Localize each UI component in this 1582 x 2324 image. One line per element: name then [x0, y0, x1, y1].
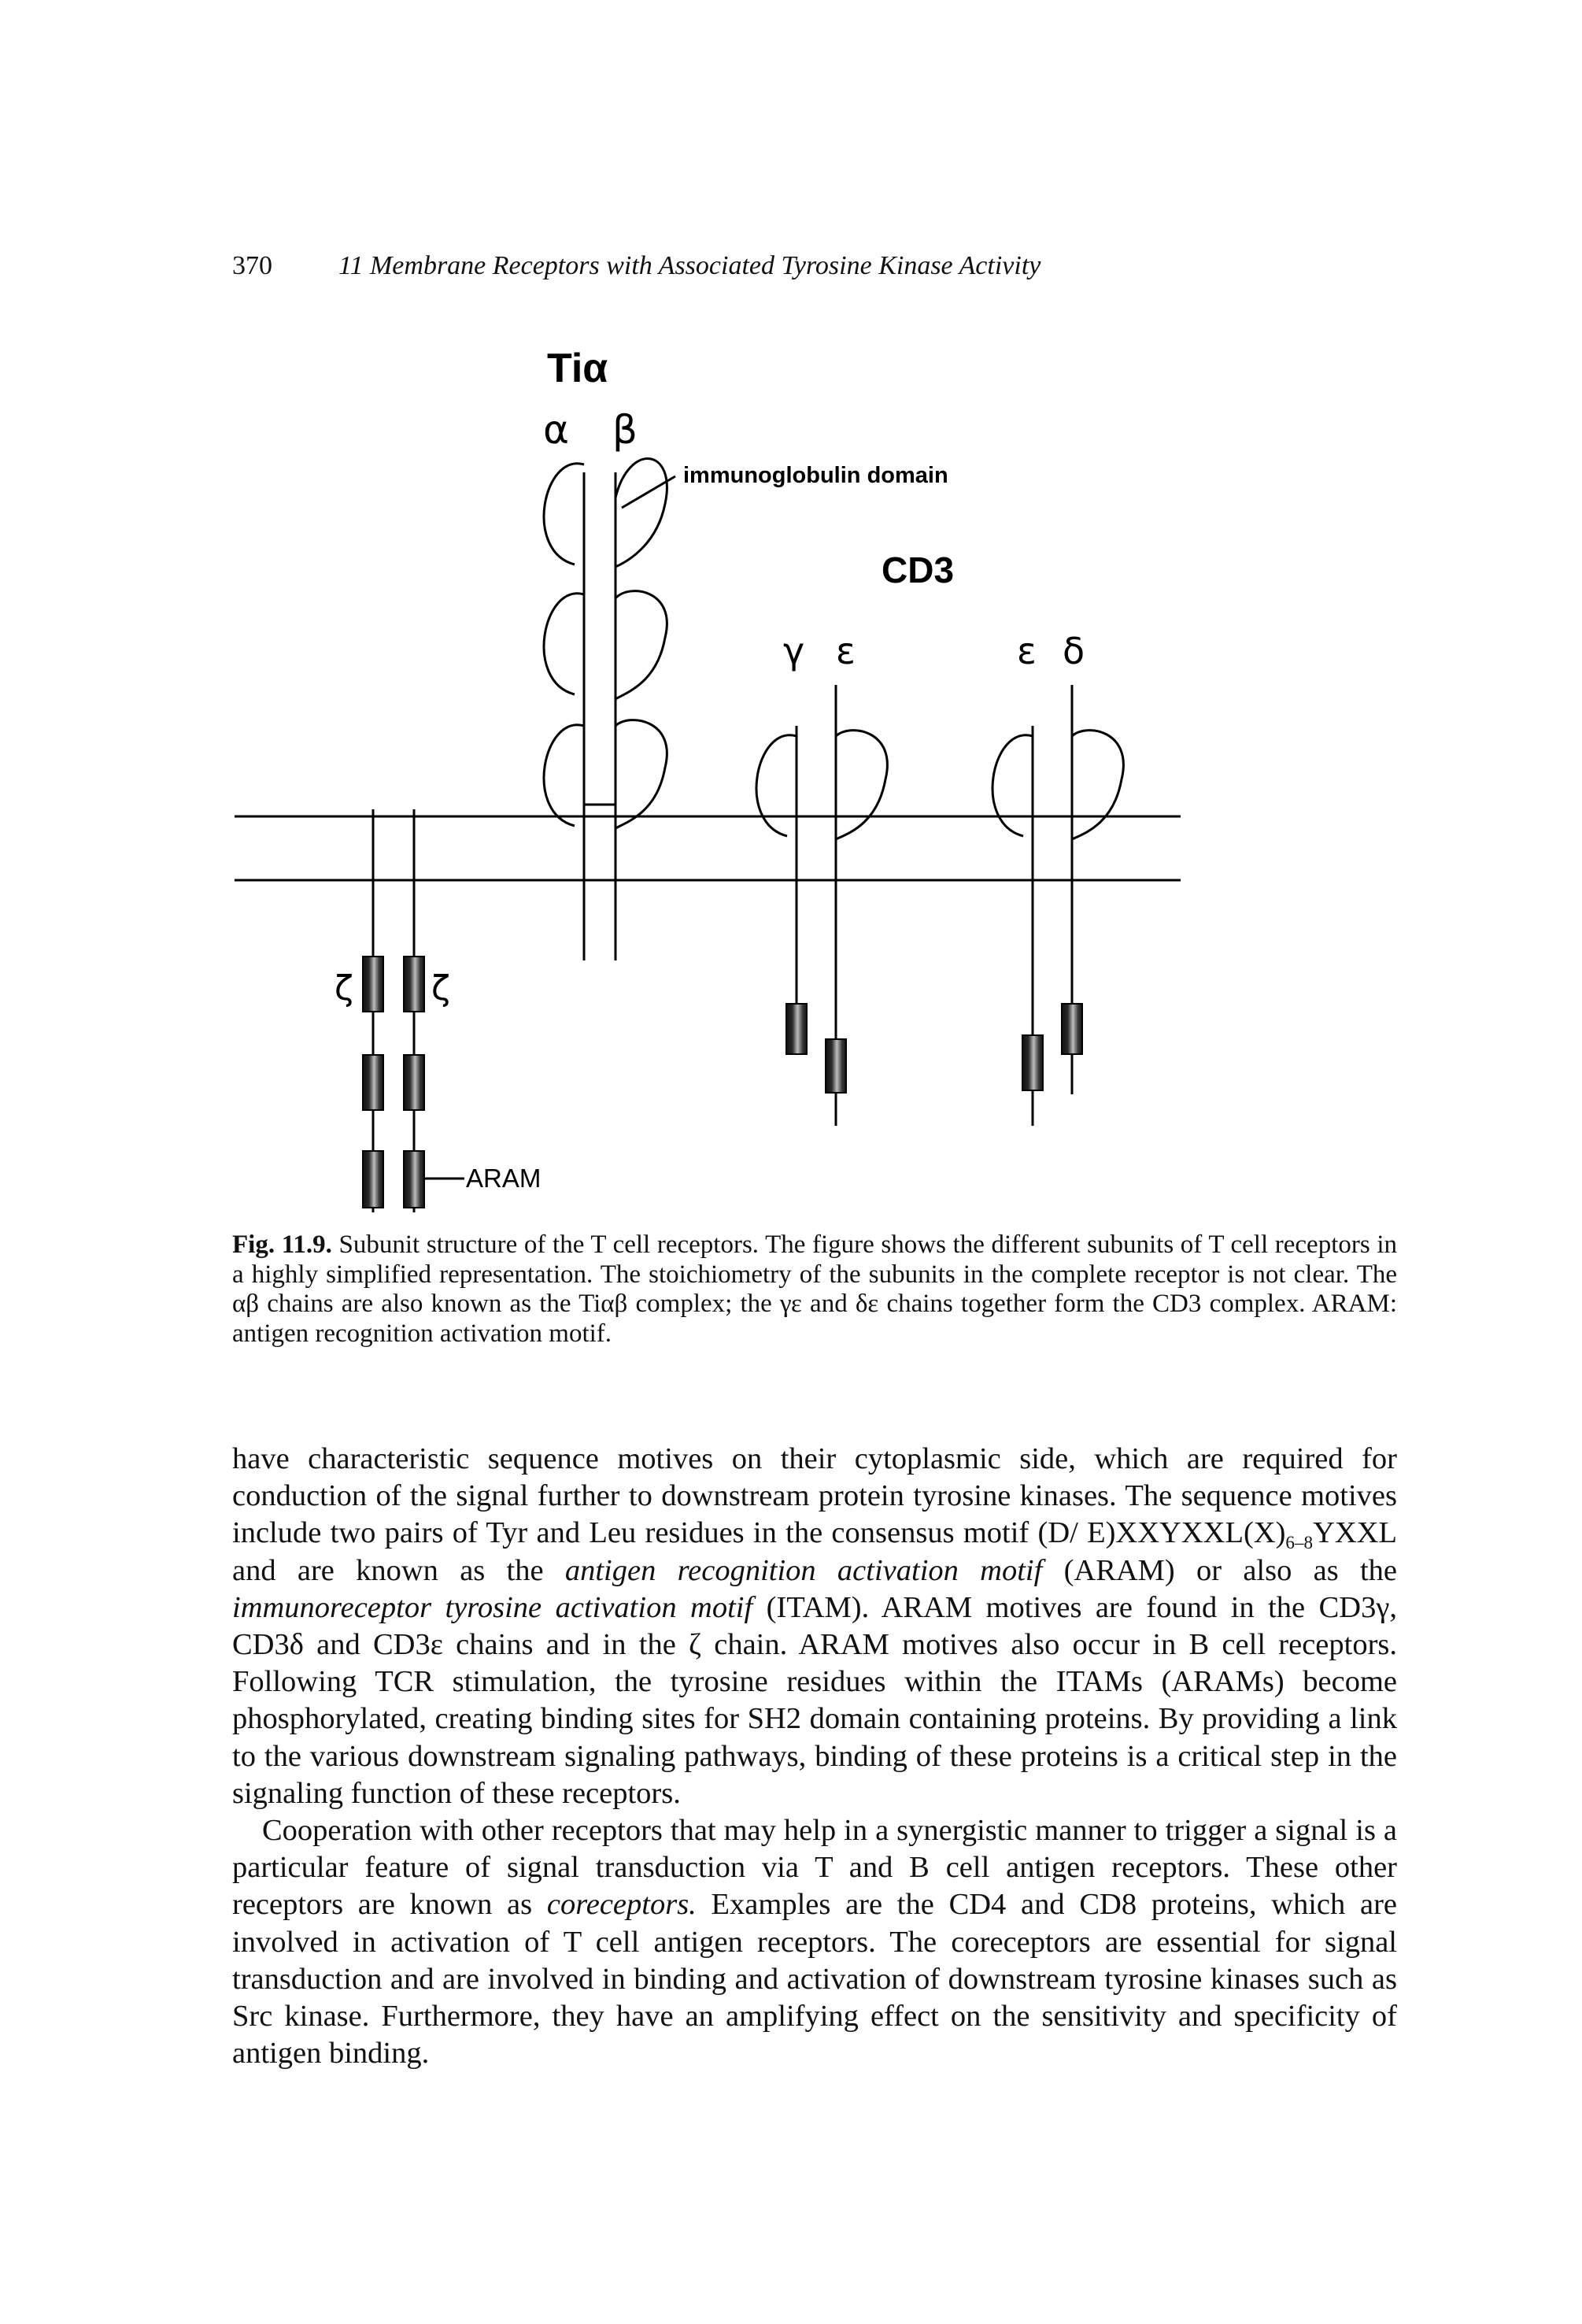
beta-ig-domain-2 — [614, 590, 668, 701]
paragraph-aram-motifs: have characteristic sequence motives on … — [232, 1441, 1397, 1812]
p1-term-itam: immunoreceptor tyrosine activation motif — [232, 1590, 753, 1624]
p1-segment-d: (ITAM). ARAM motives are found in the CD… — [232, 1590, 1397, 1810]
label-epsilon-1: ε — [836, 630, 856, 672]
page-number: 370 — [232, 251, 272, 280]
epsilon-ig-domain-2 — [991, 734, 1033, 838]
beta-ig-domain-1 — [614, 457, 668, 568]
p1-subscript: 6–8 — [1285, 1532, 1314, 1553]
label-ig-domain: immunoglobulin domain — [683, 463, 948, 488]
zeta-left-aram-box-2 — [362, 1054, 384, 1111]
epsilon-aram-box-1 — [825, 1038, 847, 1094]
delta-ig-domain — [1070, 729, 1125, 841]
figure-caption: Fig. 11.9. Subunit structure of the T ce… — [232, 1230, 1397, 1349]
label-zeta-left: ζ — [335, 968, 353, 1008]
alpha-ig-domain-2 — [542, 592, 585, 696]
beta-ig-domain-3 — [614, 719, 668, 830]
alpha-ig-domain-3 — [542, 723, 585, 827]
tcr-subunit-figure: Tiα α β immunoglobulin domain CD3 γ ε ε … — [235, 346, 1181, 1212]
ti-alpha-beta-dimer — [542, 457, 676, 960]
body-text: have characteristic sequence motives on … — [232, 1441, 1397, 2072]
alpha-ig-domain-1 — [542, 462, 585, 566]
paragraph-coreceptors: Cooperation with other receptors that ma… — [232, 1812, 1397, 2072]
p1-segment-c: (ARAM) or also as the — [1042, 1553, 1398, 1587]
label-cd3: CD3 — [882, 550, 954, 590]
label-beta: β — [612, 407, 638, 453]
epsilon-ig-domain-1 — [834, 729, 889, 841]
gamma-aram-box — [785, 1003, 808, 1055]
gamma-ig-domain — [755, 734, 797, 838]
running-head: 370 11 Membrane Receptors with Associated… — [232, 250, 1346, 282]
p2-segment-a: Cooperation with other receptors that ma… — [232, 1814, 1397, 1922]
label-epsilon-2: ε — [1017, 630, 1037, 672]
figure-label: Fig. 11.9. — [232, 1230, 332, 1259]
p1-term-aram: antigen recognition activation motif — [564, 1553, 1043, 1587]
label-zeta-right: ζ — [431, 968, 450, 1008]
delta-aram-box — [1061, 1003, 1083, 1055]
p1-segment-a: have characteristic sequence motives on … — [232, 1442, 1397, 1550]
p2-segment-b: Examples are the CD4 and CD8 proteins, w… — [232, 1888, 1397, 2071]
running-title: 11 Membrane Receptors with Associated Ty… — [338, 251, 1041, 280]
zeta-right-aram-box-1 — [403, 956, 425, 1012]
label-alpha: α — [543, 407, 569, 453]
zeta-left-aram-box-1 — [362, 956, 384, 1012]
label-aram: ARAM — [466, 1164, 541, 1193]
epsilon-aram-box-2 — [1022, 1034, 1044, 1091]
zeta-right-aram-box-3 — [403, 1150, 425, 1208]
p1-segment-b: YXXL and are known as the — [232, 1516, 1397, 1587]
zeta-right-aram-box-2 — [403, 1054, 425, 1111]
label-tia: Tiα — [547, 346, 608, 391]
p2-term-coreceptors: coreceptors. — [546, 1888, 697, 1922]
ig-domain-pointer — [621, 475, 676, 509]
label-delta: δ — [1063, 630, 1085, 672]
figure-caption-text: Subunit structure of the T cell receptor… — [232, 1230, 1398, 1348]
label-gamma: γ — [783, 630, 804, 672]
cd3-gamma-epsilon-dimer — [755, 685, 889, 1126]
cd3-epsilon-delta-dimer — [991, 685, 1125, 1126]
zeta-left-aram-box-3 — [362, 1150, 384, 1208]
